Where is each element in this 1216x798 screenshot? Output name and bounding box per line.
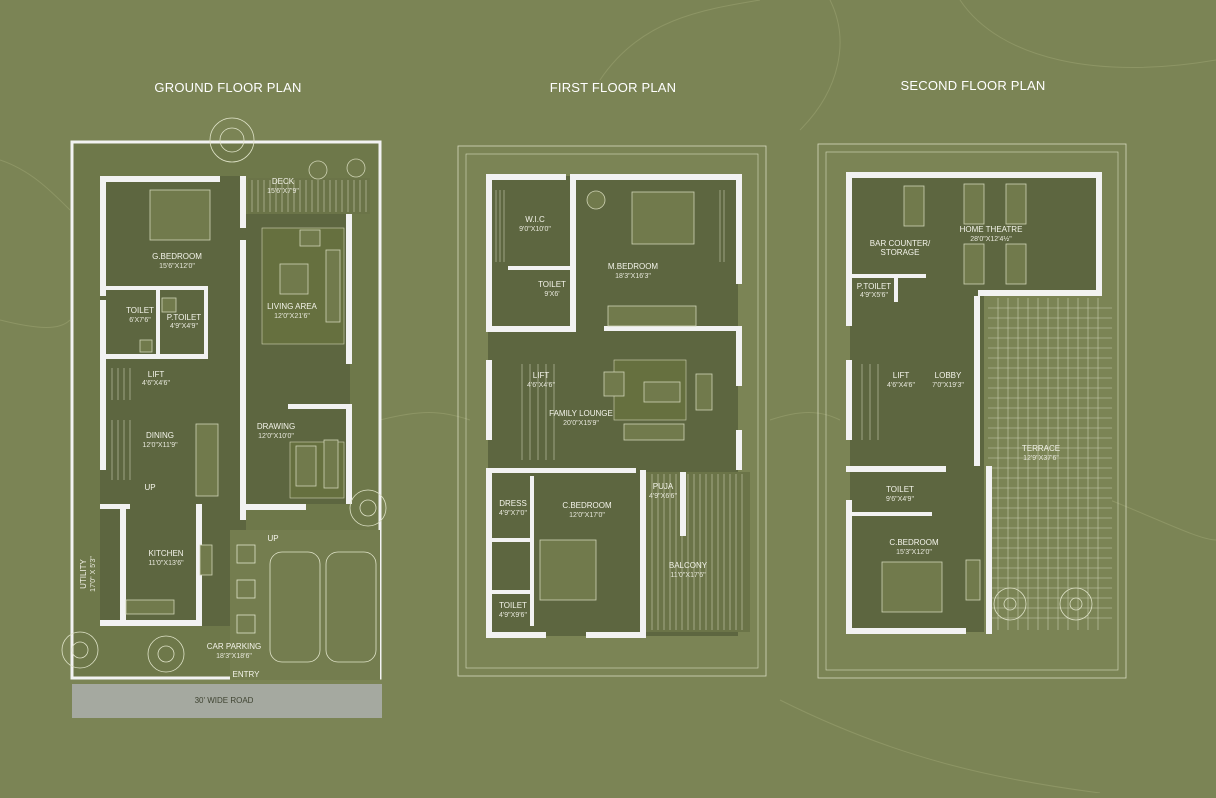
p-toilet-dim: 4'9"X4'9" (170, 323, 198, 330)
m-bedroom-label: M.BEDROOM (608, 262, 659, 271)
terrace-dim: 12'9"X37'6" (1023, 455, 1059, 462)
m-bedroom-dim: 18'3"X16'3" (615, 273, 651, 280)
bar-counter-label: BAR COUNTER/ (870, 239, 931, 248)
first-c-bedroom-label: C.BEDROOM (562, 501, 612, 510)
storage-label: STORAGE (881, 248, 920, 257)
home-theatre-label: HOME THEATRE (960, 225, 1023, 234)
entry-label: ENTRY (233, 670, 261, 679)
home-theatre-dim: 28'0"X12'4½" (970, 235, 1012, 243)
dress-label: DRESS (499, 499, 527, 508)
second-floor-plan: BAR COUNTER/ STORAGE HOME THEATRE 28'0"X… (817, 143, 1127, 679)
family-lounge-label: FAMILY LOUNGE (549, 409, 613, 418)
first-c-bedroom-dim: 12'0"X17'0" (569, 512, 605, 519)
deck-dim: 15'6"X7'9" (267, 188, 299, 195)
toilet-label: TOILET (126, 306, 154, 315)
g-bedroom-label: G.BEDROOM (152, 252, 202, 261)
utility-label: UTILITY (79, 558, 88, 588)
first-lift-label: LIFT (533, 371, 550, 380)
terrace-label: TERRACE (1022, 444, 1060, 453)
dining-label: DINING (146, 431, 174, 440)
wic-dim: 9'0"X10'0" (519, 226, 551, 233)
lift-label: LIFT (148, 370, 165, 379)
second-lift-label: LIFT (893, 371, 910, 380)
wic-label: W.I.C (525, 215, 545, 224)
ground-floor-plan: 30' WIDE ROAD (61, 117, 387, 718)
second-c-bedroom-label: C.BEDROOM (889, 538, 939, 547)
kitchen-label: KITCHEN (148, 549, 183, 558)
drawing-dim: 12'0"X10'0" (258, 433, 294, 440)
living-dim: 12'0"X21'6" (274, 313, 310, 320)
balcony-dim: 11'0"X17'6" (670, 572, 706, 579)
kitchen-dim: 11'0"X13'6" (148, 560, 184, 567)
second-c-bedroom-dim: 15'3"X12'0" (896, 549, 932, 556)
first-toilet-dim: 9'X6' (544, 291, 559, 298)
puja-label: PUJA (653, 482, 674, 491)
road (72, 684, 382, 718)
lobby-label: LOBBY (935, 371, 962, 380)
palm-icon (993, 587, 1093, 621)
car-parking-label: CAR PARKING (207, 642, 262, 651)
deck-label: DECK (272, 177, 295, 186)
first-toilet2-dim: 4'9"X9'6" (499, 612, 527, 619)
family-lounge-dim: 20'0"X15'9" (563, 420, 599, 427)
first-lift-dim: 4'6"X4'6" (527, 382, 555, 389)
ground-floor-title: GROUND FLOOR PLAN (154, 80, 301, 95)
utility-dim: 17'0" X 5'3" (90, 556, 97, 592)
second-lift-dim: 4'6"X4'6" (887, 382, 915, 389)
tree-icon (61, 117, 387, 673)
first-toilet-label: TOILET (538, 280, 566, 289)
lobby-dim: 7'0"X19'3" (932, 382, 964, 389)
up-label-entry: UP (267, 534, 278, 543)
car-parking-dim: 18'3"X18'6" (216, 653, 252, 660)
lift-dim: 4'6"X4'6" (142, 380, 170, 387)
second-toilet-dim: 9'6"X4'9" (886, 496, 914, 503)
second-p-toilet-label: P.TOILET (857, 282, 892, 291)
second-floor-title: SECOND FLOOR PLAN (901, 78, 1046, 93)
drawing-label: DRAWING (257, 422, 295, 431)
dining-dim: 12'0"X11'9" (142, 442, 178, 449)
toilet-dim: 6'X7'6" (129, 317, 151, 324)
g-bedroom-dim: 15'6"X12'0" (159, 263, 195, 270)
up-label-stair: UP (144, 483, 155, 492)
second-p-toilet-dim: 4'9"X5'6" (860, 292, 888, 299)
p-toilet-label: P.TOILET (167, 313, 202, 322)
balcony-label: BALCONY (669, 561, 708, 570)
first-floor-title: FIRST FLOOR PLAN (550, 80, 676, 95)
first-toilet2-label: TOILET (499, 601, 527, 610)
road-label: 30' WIDE ROAD (195, 696, 254, 705)
first-floor-plan: W.I.C 9'0"X10'0" M.BEDROOM 18'3"X16'3" T… (457, 145, 767, 677)
dress-dim: 4'9"X7'0" (499, 510, 527, 517)
living-label: LIVING AREA (267, 302, 317, 311)
second-toilet-label: TOILET (886, 485, 914, 494)
puja-dim: 4'9"X6'6" (649, 493, 677, 500)
